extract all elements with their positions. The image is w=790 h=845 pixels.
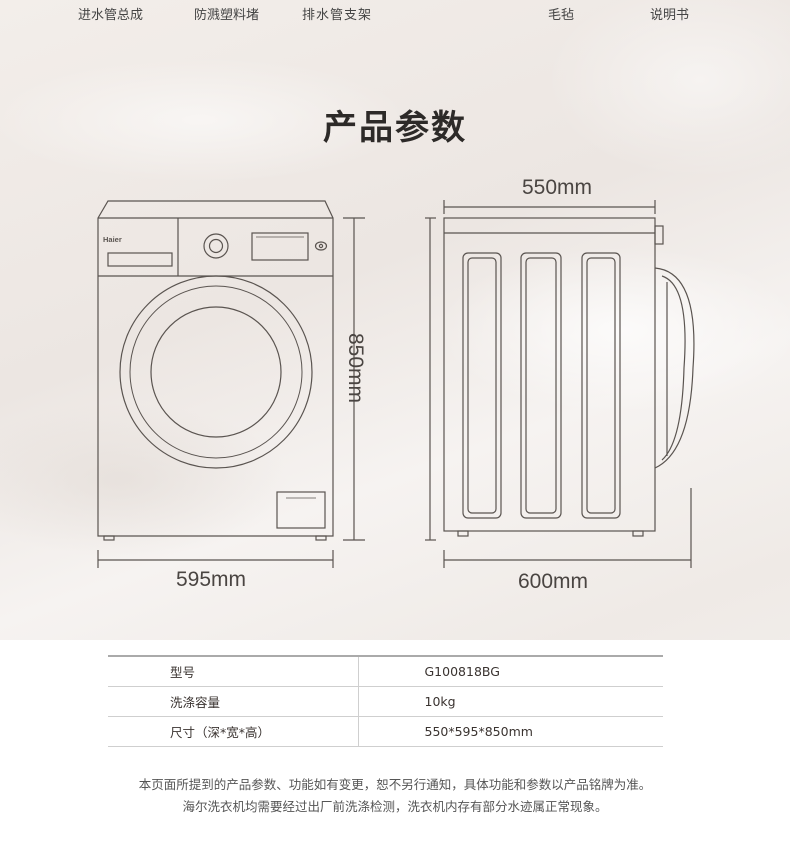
- spec-value-model: G100818BG: [358, 655, 663, 687]
- spec-table: 型号 G100818BG 洗涤容量 10kg 尺寸（深*宽*高） 550*595…: [108, 655, 663, 747]
- side-view: [425, 200, 695, 568]
- height-label: 850mm: [344, 332, 367, 404]
- page-title: 产品参数: [323, 108, 467, 148]
- side-depth-top-label: 550mm: [522, 176, 593, 199]
- accessory-inlet-hose: 进水管总成: [78, 8, 144, 23]
- accessory-manual: 说明书: [650, 8, 690, 23]
- accessory-felt: 毛毡: [548, 8, 575, 23]
- accessory-drain-bracket: 排水管支架: [302, 8, 373, 23]
- side-depth-bottom-label: 600mm: [518, 570, 589, 593]
- front-view: [97, 200, 365, 568]
- front-width-label: 595mm: [176, 568, 247, 591]
- spec-value-size: 550*595*850mm: [358, 716, 663, 747]
- washer-dimension-drawing: Haier: [97, 200, 695, 568]
- brand-logo: Haier: [103, 235, 122, 244]
- spec-key-size: 尺寸（深*宽*高）: [108, 716, 359, 747]
- disclaimer-note: 本页面所提到的产品参数、功能如有变更，恕不另行通知，具体功能和参数以产品铭牌为准…: [138, 777, 652, 792]
- silk-background: [0, 0, 790, 640]
- spec-key-capacity: 洗涤容量: [108, 686, 359, 717]
- factory-test-note: 海尔洗衣机均需要经过出厂前洗涤检测，洗衣机内存有部分水迹属正常现象。: [182, 799, 608, 814]
- spec-key-model: 型号: [108, 655, 359, 687]
- spec-value-capacity: 10kg: [358, 686, 663, 717]
- table-row: 洗涤容量 10kg: [108, 686, 663, 717]
- spec-section: 型号 G100818BG 洗涤容量 10kg 尺寸（深*宽*高） 550*595…: [0, 640, 790, 845]
- accessory-splash-plug: 防溅塑料堵: [194, 8, 260, 23]
- table-row: 尺寸（深*宽*高） 550*595*850mm: [108, 716, 663, 747]
- table-row: 型号 G100818BG: [108, 655, 663, 687]
